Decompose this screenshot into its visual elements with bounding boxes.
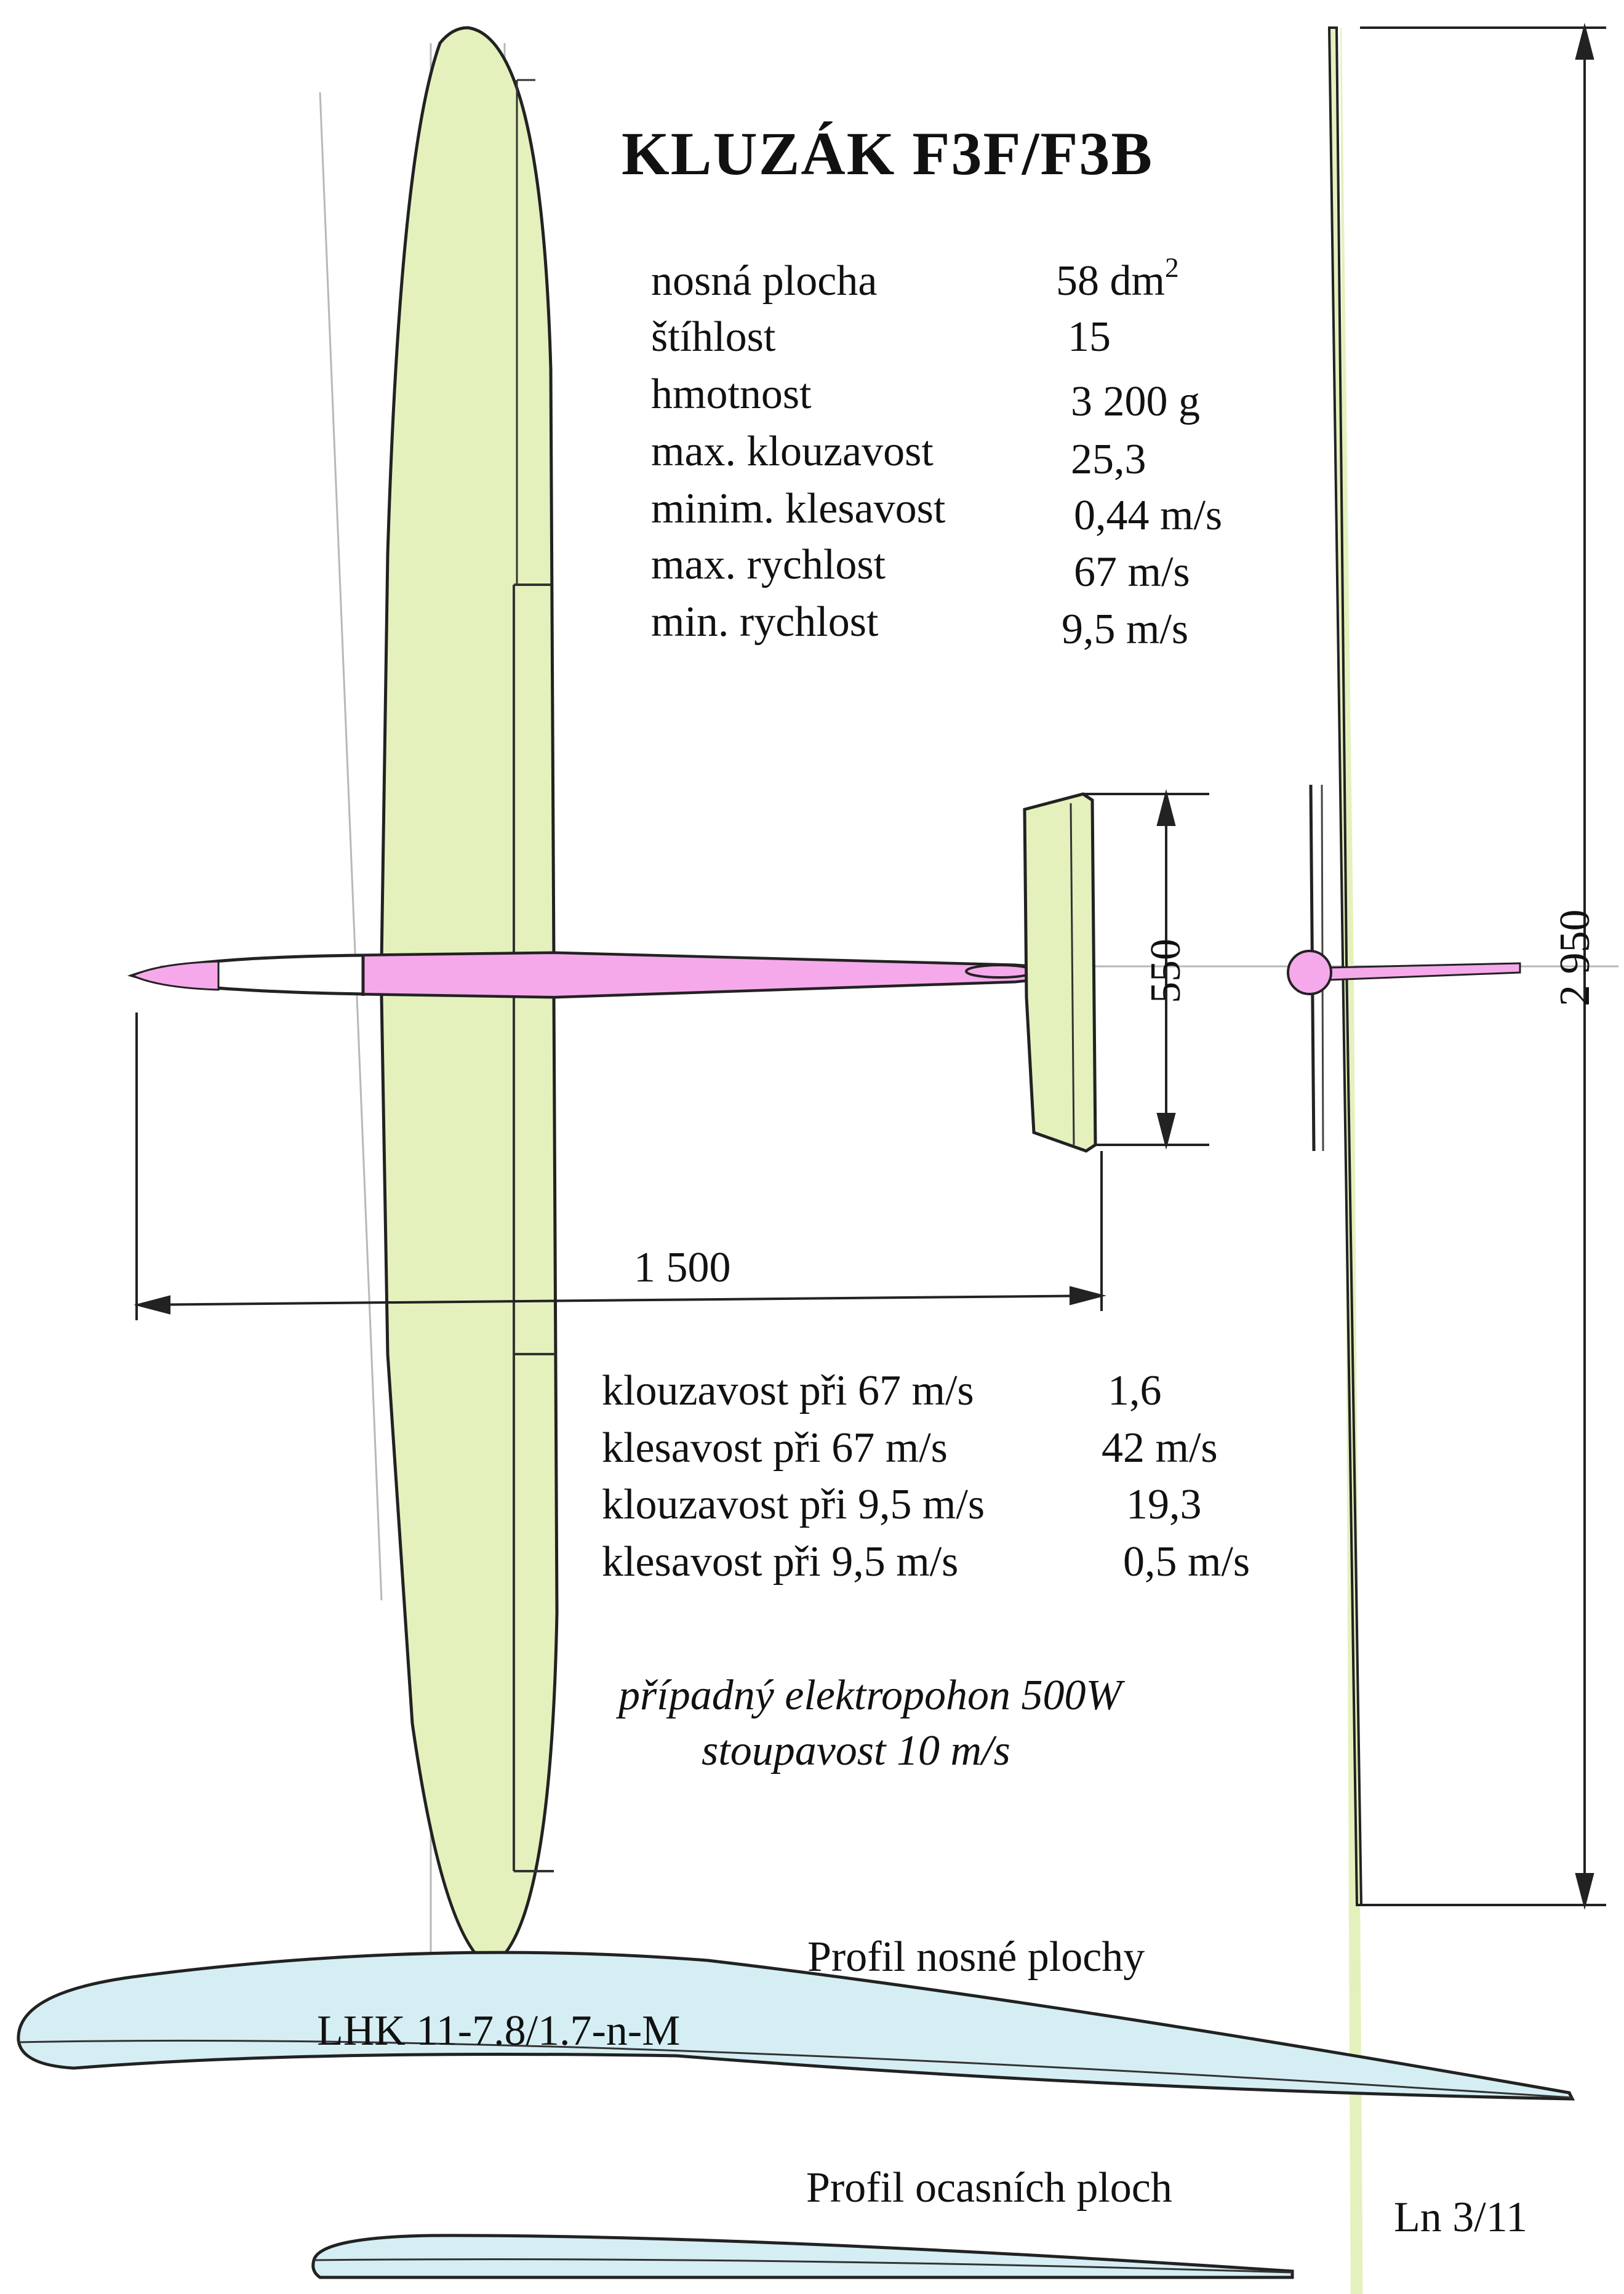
electric-note-line2: stoupavost 10 m/s: [702, 1727, 1010, 1775]
spec-label: max. klouzavost: [651, 428, 934, 475]
wing-profile-name: LHK 11-7.8/1.7-n-M: [317, 2007, 681, 2055]
fuselage-stabilizer-mount: [965, 964, 1035, 979]
wing-profile-title: Profil nosné plochy: [807, 1933, 1145, 1981]
spec-value: 9,5 m/s: [1062, 606, 1189, 653]
page-title: KLUZÁK F3F/F3B: [622, 119, 1154, 188]
fuselage-pink-boom: [362, 951, 1075, 999]
performance-label: klouzavost při 9,5 m/s: [602, 1481, 985, 1528]
tail-profile: [311, 2234, 1294, 2279]
spec-value: 67 m/s: [1074, 548, 1190, 596]
performance-label: klesavost při 9,5 m/s: [602, 1538, 959, 1586]
front-view: [1287, 26, 1521, 2294]
performance-value: 1,6: [1108, 1367, 1162, 1414]
spec-value: 0,44 m/s: [1074, 492, 1223, 539]
spec-label: štíhlost: [651, 313, 776, 361]
fuselage-side: [127, 951, 1076, 999]
tail-span-label: 550: [1142, 939, 1190, 1003]
span-label: 2 950: [1551, 909, 1599, 1007]
spec-label: minim. klesavost: [651, 485, 946, 532]
tail-profile-title: Profil ocasních ploch: [806, 2164, 1172, 2212]
spec-label: hmotnost: [651, 371, 812, 418]
length-dim-line: [138, 1294, 1102, 1306]
sheet-number: Ln 3/11: [1394, 2194, 1528, 2241]
performance-value: 0,5 m/s: [1123, 1538, 1250, 1586]
electric-note-line1: případný elektropohon 500W: [618, 1672, 1122, 1719]
spec-label: max. rychlost: [651, 541, 886, 588]
spec-label: min. rychlost: [651, 598, 879, 646]
dimension-lines: [134, 23, 1606, 1910]
spec-value: 15: [1068, 313, 1111, 361]
length-label: 1 500: [634, 1244, 731, 1291]
performance-value: 42 m/s: [1102, 1424, 1218, 1472]
wing-profile: [17, 1951, 1575, 2101]
front-view-fuselage: [1287, 950, 1332, 995]
spec-value: 58 dm2: [1056, 252, 1179, 305]
spec-value: 3 200 g: [1071, 378, 1200, 425]
performance-label: klouzavost při 67 m/s: [602, 1367, 974, 1414]
horizontal-tail: [1023, 792, 1097, 1153]
performance-label: klesavost při 67 m/s: [602, 1424, 948, 1472]
performance-value: 19,3: [1126, 1481, 1202, 1528]
spec-label: nosná plocha: [651, 257, 878, 305]
spec-value: 25,3: [1071, 436, 1146, 483]
fuselage-pink-nose: [130, 960, 220, 991]
